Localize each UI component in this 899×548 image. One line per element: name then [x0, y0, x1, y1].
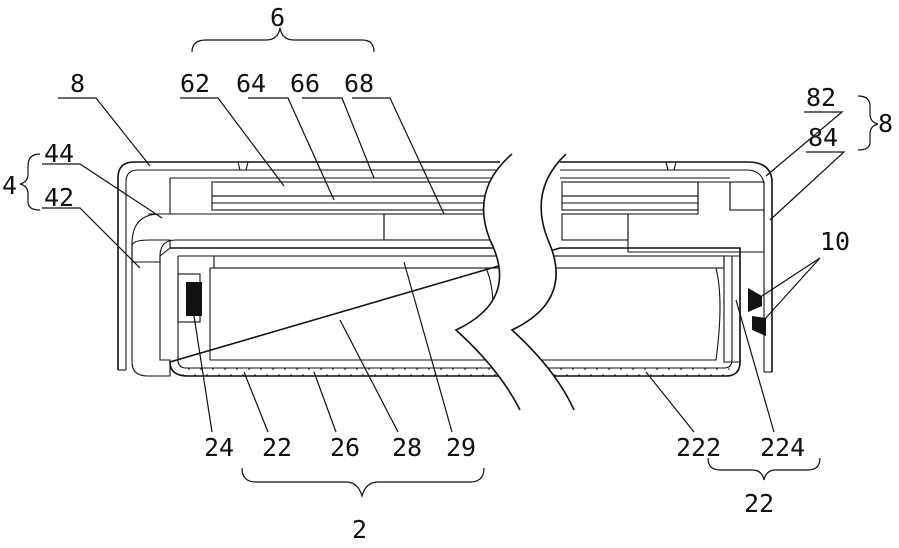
label-10: 10	[820, 227, 850, 256]
label-22: 22	[262, 433, 292, 462]
label-26: 26	[330, 433, 360, 462]
brace-4	[20, 154, 40, 210]
right-block	[628, 182, 766, 336]
outer-cover-8	[118, 162, 772, 372]
label-68: 68	[344, 69, 374, 98]
label-224: 224	[760, 433, 805, 462]
battery-case-22	[170, 248, 740, 376]
label-4: 4	[2, 171, 17, 200]
label-6: 6	[270, 3, 285, 32]
label-62: 62	[180, 69, 210, 98]
label-2: 2	[352, 515, 367, 544]
label-29: 29	[446, 433, 476, 462]
brace-8	[858, 96, 878, 150]
label-82: 82	[806, 83, 836, 112]
label-24: 24	[204, 433, 234, 462]
battery-core	[210, 256, 724, 360]
label-84: 84	[808, 123, 838, 152]
label-44: 44	[44, 139, 74, 168]
label-222: 222	[676, 433, 721, 462]
label-42: 42	[44, 183, 74, 212]
label-66: 66	[290, 69, 320, 98]
frame-44	[132, 214, 384, 262]
brace-2	[242, 468, 484, 496]
terminal-24	[178, 274, 202, 322]
label-22-bracket: 22	[744, 489, 774, 518]
label-8-right: 8	[878, 109, 893, 138]
label-8-left: 8	[70, 69, 85, 98]
label-64: 64	[236, 69, 266, 98]
label-28: 28	[392, 433, 422, 462]
seal-42	[132, 240, 170, 376]
labels: 6 62 64 66 68 8 82 84 8 4 44 42 10 24 22…	[2, 3, 893, 544]
display-module-6	[170, 178, 698, 240]
